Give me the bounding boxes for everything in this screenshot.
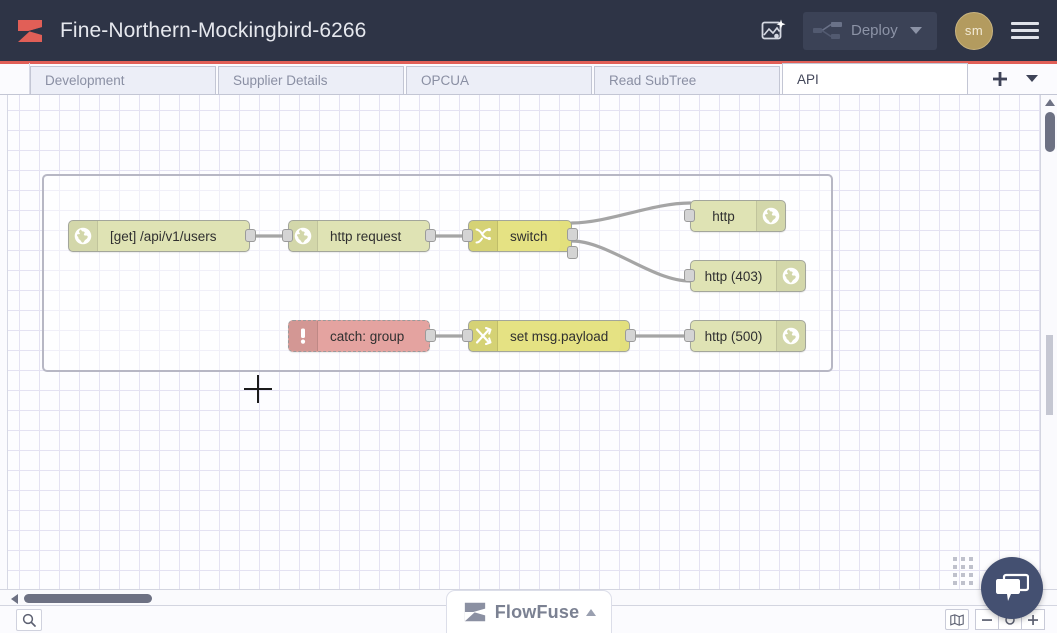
tabbar-actions <box>983 63 1057 94</box>
node-label: http <box>712 208 735 224</box>
node-output-port-1[interactable] <box>567 228 578 241</box>
navigator-button[interactable] <box>945 609 969 630</box>
ai-sparkle-icon[interactable] <box>753 11 793 51</box>
tab-label: Development <box>45 73 125 88</box>
plus-icon <box>993 71 1007 86</box>
tab-supplier-details[interactable]: Supplier Details <box>218 66 404 94</box>
search-icon <box>22 613 36 627</box>
node-label: catch: group <box>330 328 405 344</box>
node-input-port[interactable] <box>282 229 293 242</box>
alert-icon <box>289 321 318 351</box>
flow-canvas[interactable]: [get] /api/v1/users http request <box>0 95 1057 593</box>
zoom-out-icon <box>982 618 992 621</box>
chat-bubble-icon <box>996 573 1029 601</box>
tab-read-subtree[interactable]: Read SubTree <box>594 66 780 94</box>
scroll-up-arrow-icon[interactable] <box>1045 99 1055 106</box>
tab-label: OPCUA <box>421 73 470 88</box>
tab-label: Supplier Details <box>233 73 328 88</box>
node-http-in[interactable]: [get] /api/v1/users <box>68 220 256 252</box>
node-input-port[interactable] <box>462 329 473 342</box>
node-input-port[interactable] <box>462 229 473 242</box>
chat-button[interactable] <box>981 557 1043 619</box>
flowfuse-label: FlowFuse <box>494 601 580 622</box>
tab-label: API <box>797 71 819 87</box>
node-switch[interactable]: switch <box>462 220 578 259</box>
avatar[interactable]: sm <box>955 11 993 50</box>
chevron-down-icon <box>1026 75 1038 82</box>
globe-icon <box>289 221 318 251</box>
vertical-scroll-track-mark <box>1046 335 1053 415</box>
node-input-port[interactable] <box>684 209 695 222</box>
node-label: http (403) <box>704 268 763 284</box>
canvas-crosshair-cursor <box>244 375 272 403</box>
node-http-response-403[interactable]: http (403) <box>684 260 806 292</box>
canvas-left-gutter <box>0 95 8 593</box>
node-input-port[interactable] <box>684 269 695 282</box>
hamburger-menu-icon[interactable] <box>1011 18 1039 43</box>
deploy-nodes-icon <box>813 21 842 39</box>
canvas-vertical-scrollbar[interactable] <box>1040 95 1057 593</box>
add-flow-button[interactable] <box>983 63 1017 94</box>
map-navigator-icon <box>950 613 964 626</box>
flow-tab-bar: Development Supplier Details OPCUA Read … <box>0 63 1057 95</box>
node-http-request[interactable]: http request <box>282 220 436 252</box>
scroll-left-arrow-icon[interactable] <box>11 594 18 604</box>
avatar-initials: sm <box>964 23 984 38</box>
flow-list-button[interactable] <box>1017 63 1047 94</box>
globe-icon <box>776 261 805 291</box>
node-output-port[interactable] <box>425 229 436 242</box>
flowfuse-footer-widget[interactable]: FlowFuse <box>446 590 612 633</box>
node-http-response-500[interactable]: http (500) <box>684 320 806 352</box>
node-output-port-2[interactable] <box>567 246 578 259</box>
horizontal-scroll-thumb[interactable] <box>24 594 152 603</box>
node-output-port[interactable] <box>425 329 436 342</box>
zoom-in-icon <box>1028 614 1038 625</box>
tab-api[interactable]: API <box>782 63 968 94</box>
branch-icon <box>469 221 498 251</box>
chevron-up-icon[interactable] <box>586 608 597 616</box>
node-output-port[interactable] <box>245 229 256 242</box>
flowfuse-logo-icon[interactable] <box>16 18 44 44</box>
drag-grip-icon[interactable] <box>953 557 973 585</box>
tab-label: Read SubTree <box>609 73 697 88</box>
app-header: Fine-Northern-Mockingbird-6266 Deploy <box>0 0 1057 64</box>
chevron-down-icon[interactable] <box>909 27 922 34</box>
node-label: set msg.payload <box>498 321 621 351</box>
page-title: Fine-Northern-Mockingbird-6266 <box>60 18 367 42</box>
node-input-port[interactable] <box>684 329 695 342</box>
exchange-icon <box>469 321 498 351</box>
tab-opcua[interactable]: OPCUA <box>406 66 592 94</box>
node-output-port[interactable] <box>625 329 636 342</box>
tab-development[interactable]: Development <box>30 66 216 94</box>
node-label: switch <box>498 221 560 251</box>
node-catch[interactable]: catch: group <box>288 320 436 352</box>
tabbar-left-gutter <box>0 63 30 94</box>
deploy-label: Deploy <box>851 22 898 39</box>
globe-icon <box>756 201 785 231</box>
node-label: http (500) <box>704 328 763 344</box>
flowfuse-logo-icon <box>464 602 485 622</box>
node-change[interactable]: set msg.payload <box>462 320 636 352</box>
vertical-scroll-thumb[interactable] <box>1045 112 1055 152</box>
node-label: http request <box>330 228 402 244</box>
node-http-response-200[interactable]: http <box>684 200 786 232</box>
node-label: [get] /api/v1/users <box>110 228 217 244</box>
deploy-button[interactable]: Deploy <box>803 11 937 50</box>
search-button[interactable] <box>16 608 42 631</box>
globe-icon <box>776 321 805 351</box>
globe-icon <box>69 221 98 251</box>
